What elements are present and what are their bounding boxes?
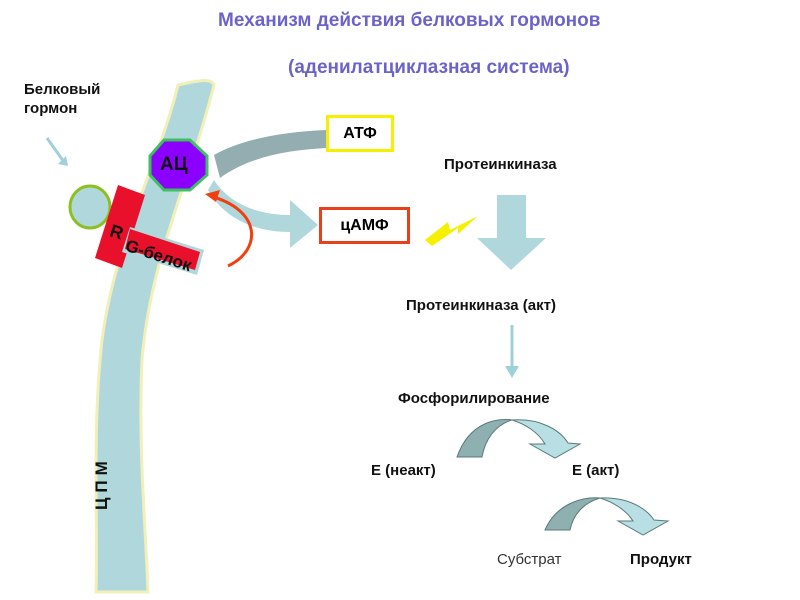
enzyme-active-label: Е (акт)	[572, 462, 620, 479]
hormone-circle	[68, 184, 112, 230]
substrate-arrow	[544, 497, 670, 536]
substrate-label: Субстрат	[497, 551, 562, 568]
title-line-1: Механизм действия белковых гормонов	[218, 10, 601, 31]
activation-arrow	[209, 194, 253, 268]
atp-box: АТФ	[326, 115, 394, 152]
protein-kinase-label: Протеинкиназа	[444, 156, 557, 173]
adenylate-cyclase	[148, 138, 209, 192]
phosphorylation-label: Фосфорилирование	[398, 390, 550, 407]
camp-arrow	[208, 180, 318, 248]
g-protein	[122, 227, 204, 275]
kinase-arrow	[477, 195, 546, 270]
ac-label: АЦ	[160, 154, 188, 175]
product-label: Продукт	[630, 551, 692, 568]
camp-box: цАМФ	[319, 207, 410, 244]
hormone-label: Белковый гормон	[24, 81, 101, 117]
protein-kinase-active-label: Протеинкиназа (акт)	[406, 297, 556, 314]
atp-arrow	[214, 130, 326, 178]
cell-membrane	[94, 79, 216, 594]
membrane-label: ЦПМ	[92, 456, 111, 510]
title-line-2: (аденилатциклазная система)	[288, 57, 570, 78]
hormone-arrow	[45, 137, 66, 163]
enzyme-inactive-label: Е (неакт)	[371, 462, 436, 479]
lightning-icon	[425, 216, 478, 246]
phosphorylation-arrow	[456, 419, 582, 459]
receptor	[95, 185, 145, 268]
